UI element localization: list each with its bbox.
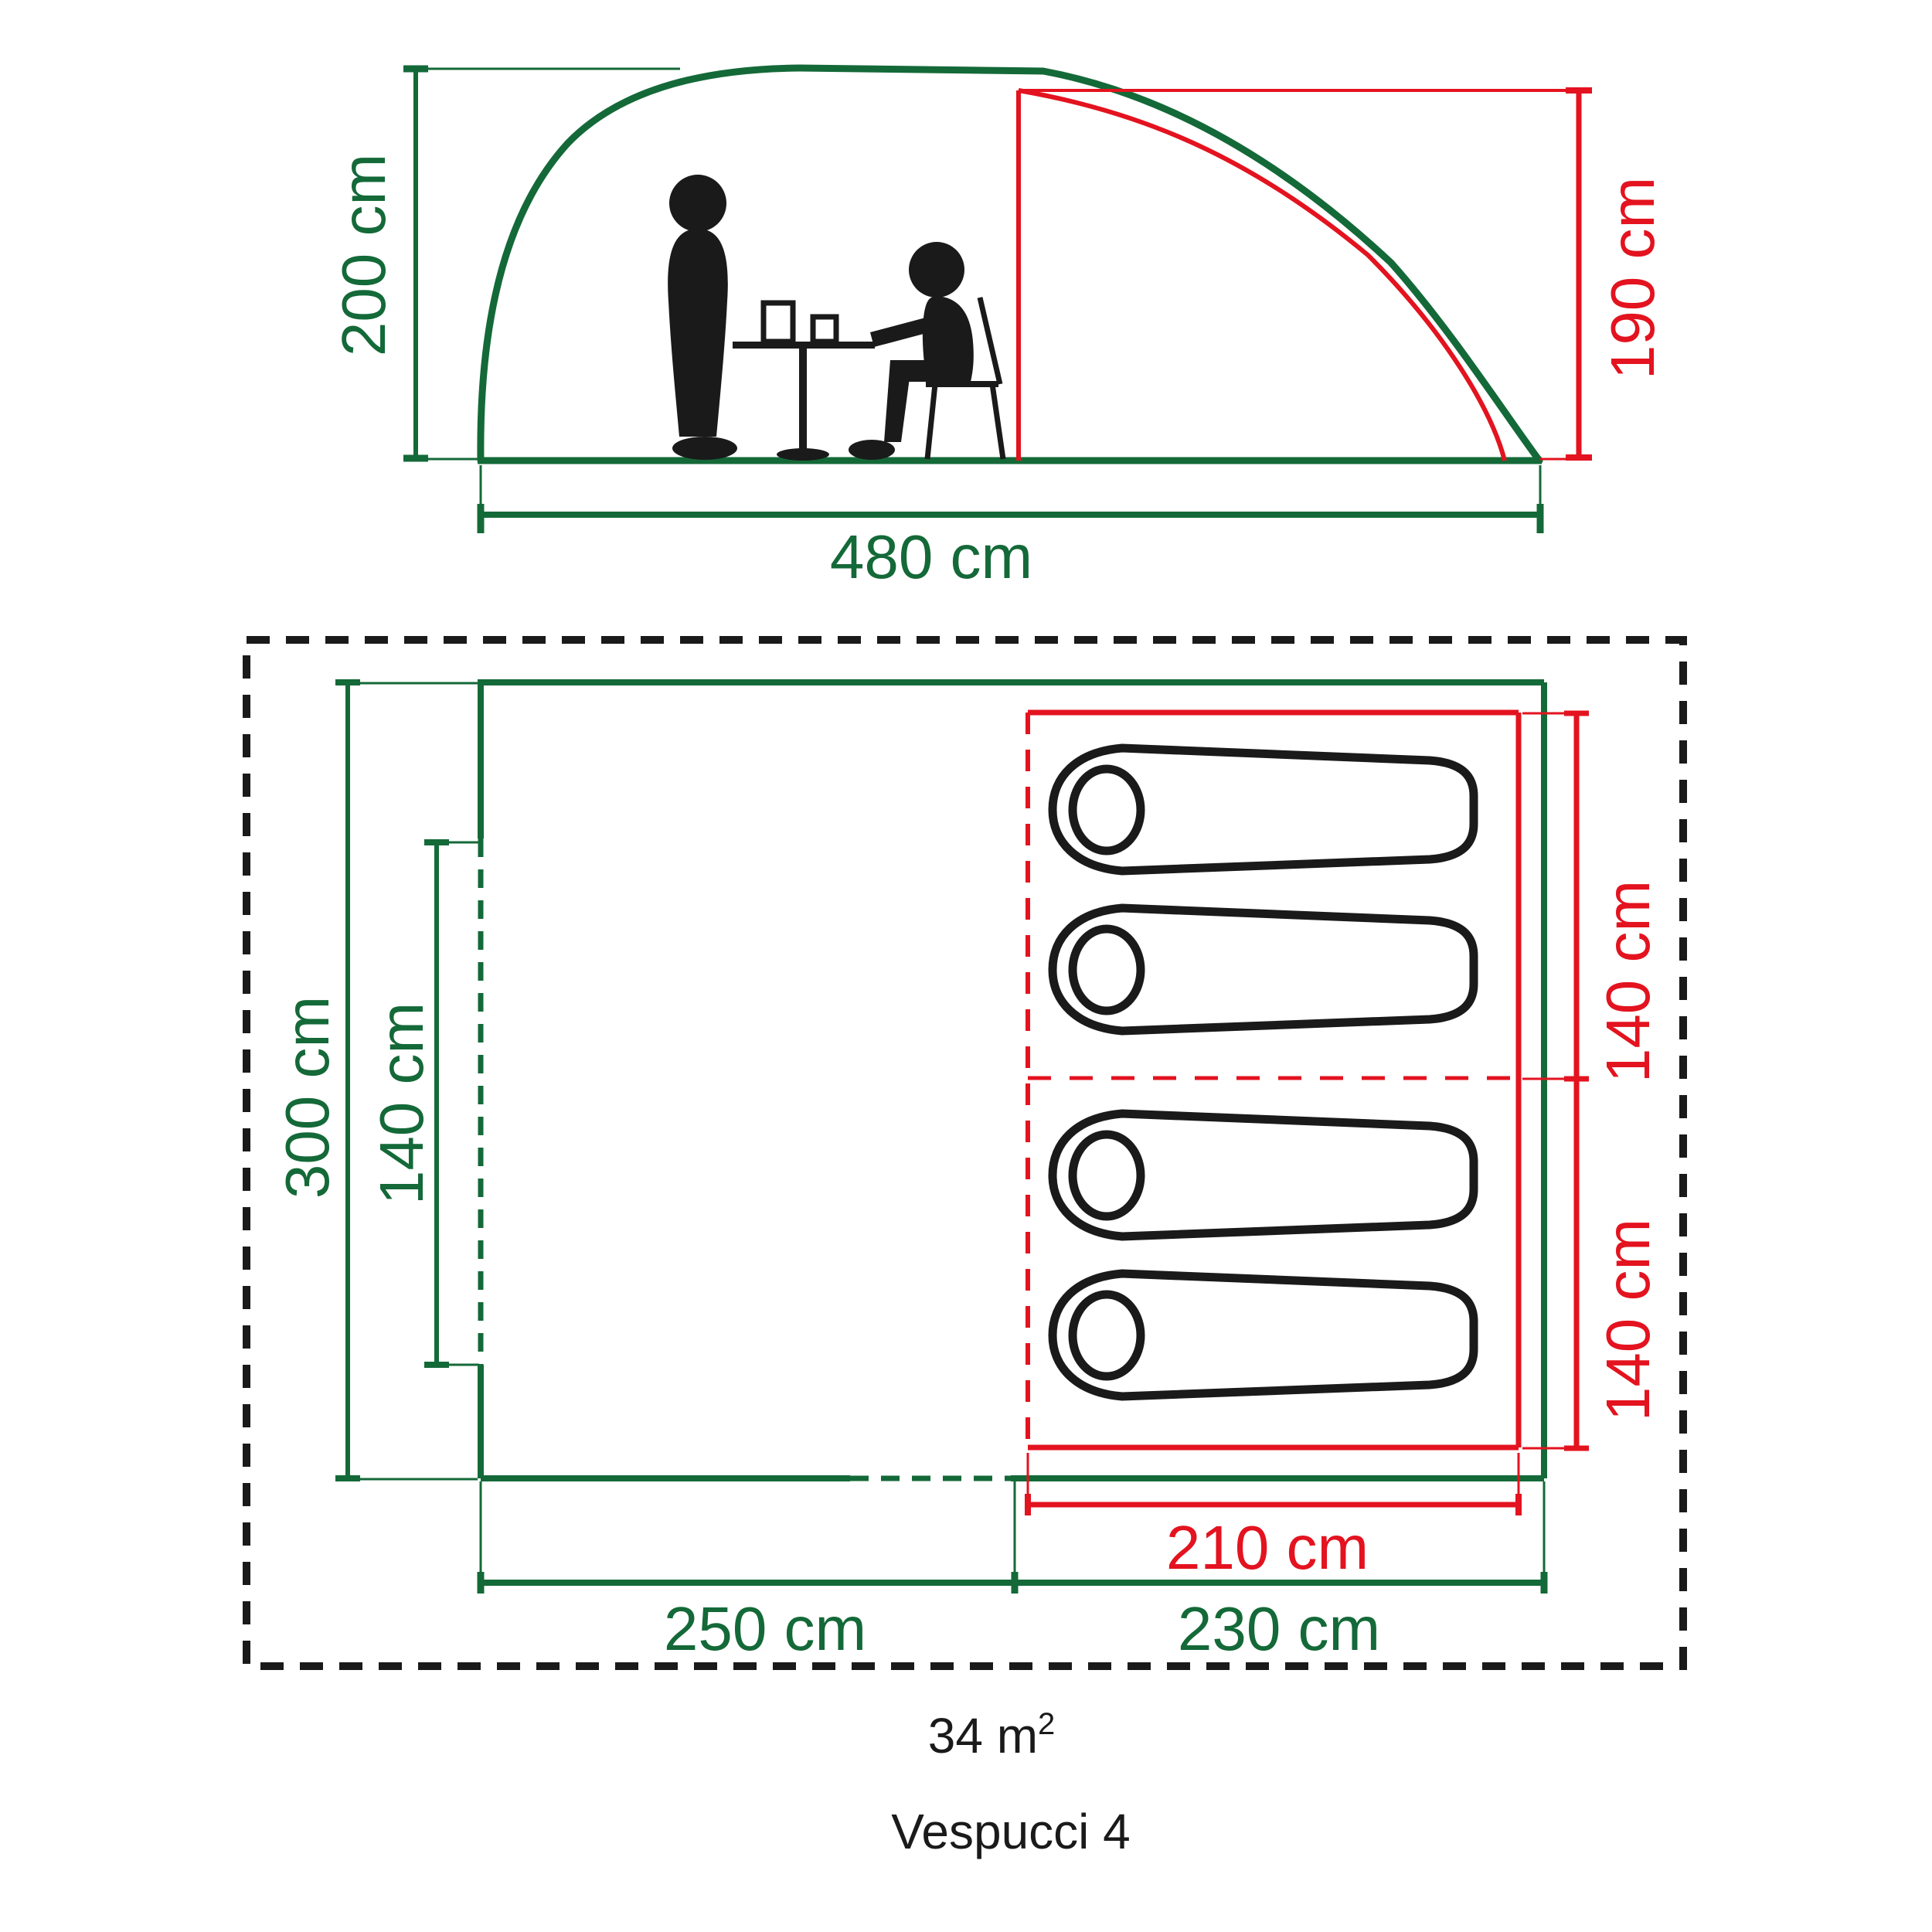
dimension-190cm: 190 cm [1540,87,1667,461]
area-superscript: 2 [1038,1707,1055,1741]
area-value: 34 m [928,1708,1038,1764]
side-length-label: 480 cm [830,522,1032,591]
door-width-label: 140 cm [367,1002,436,1205]
inner-cabin-outline [1026,709,1522,1451]
dimension-140cm-cabin-top: 140 cm [1522,710,1662,1083]
inner-sloped-wall [1018,88,1507,461]
footer-labels: 34 m2 Vespucci 4 [891,1707,1131,1859]
model-name-label: Vespucci 4 [891,1804,1131,1859]
dimension-200cm: 200 cm [329,65,680,462]
tent-profile-outline [477,64,1543,464]
inner-tent-profile [1016,88,1579,461]
dimension-140cm-cabin-bottom: 140 cm [1522,1079,1662,1451]
dimension-140cm-door: 140 cm [367,839,479,1368]
dimension-210cm: 210 cm [1025,1453,1522,1582]
living-length-label: 250 cm [664,1594,866,1663]
tent-floor-outline [478,679,1547,1481]
dimension-250-230cm: 250 cm 230 cm [477,1481,1548,1663]
floor-plan-diagram: 300 cm 140 cm 140 cm 140 cm [243,636,1687,1670]
inner-height-label: 190 cm [1598,177,1667,379]
sleeping-bag-icon [1053,1114,1474,1236]
sleeping-bag-icon [1053,1274,1474,1396]
table-icon [733,300,875,461]
sleeping-bags [1053,748,1474,1396]
standing-person-icon [668,175,737,460]
cabin-length-label: 210 cm [1166,1513,1369,1582]
side-height-label: 200 cm [329,154,398,356]
sleeping-bag-icon [1053,908,1474,1031]
cabin-depth-bottom-label: 140 cm [1594,1219,1662,1421]
cabin-depth-top-label: 140 cm [1594,880,1662,1083]
dimension-300cm: 300 cm [273,679,478,1481]
chair-leg [989,383,1006,460]
outer-boundary-dashed [243,636,1687,1670]
side-view-diagram: 200 cm 190 cm 480 cm [329,64,1667,591]
sleeping-bag-icon [1053,748,1474,871]
seated-person-icon [849,242,1006,460]
cup-icon [810,314,839,345]
cup-icon [760,300,796,345]
chair-back [977,297,1003,385]
area-label: 34 m2 [928,1707,1056,1764]
dimension-480cm: 480 cm [477,465,1544,591]
cabin-section-length-label: 230 cm [1178,1594,1380,1663]
chair-leg [924,383,938,460]
floor-width-label: 300 cm [273,996,342,1199]
